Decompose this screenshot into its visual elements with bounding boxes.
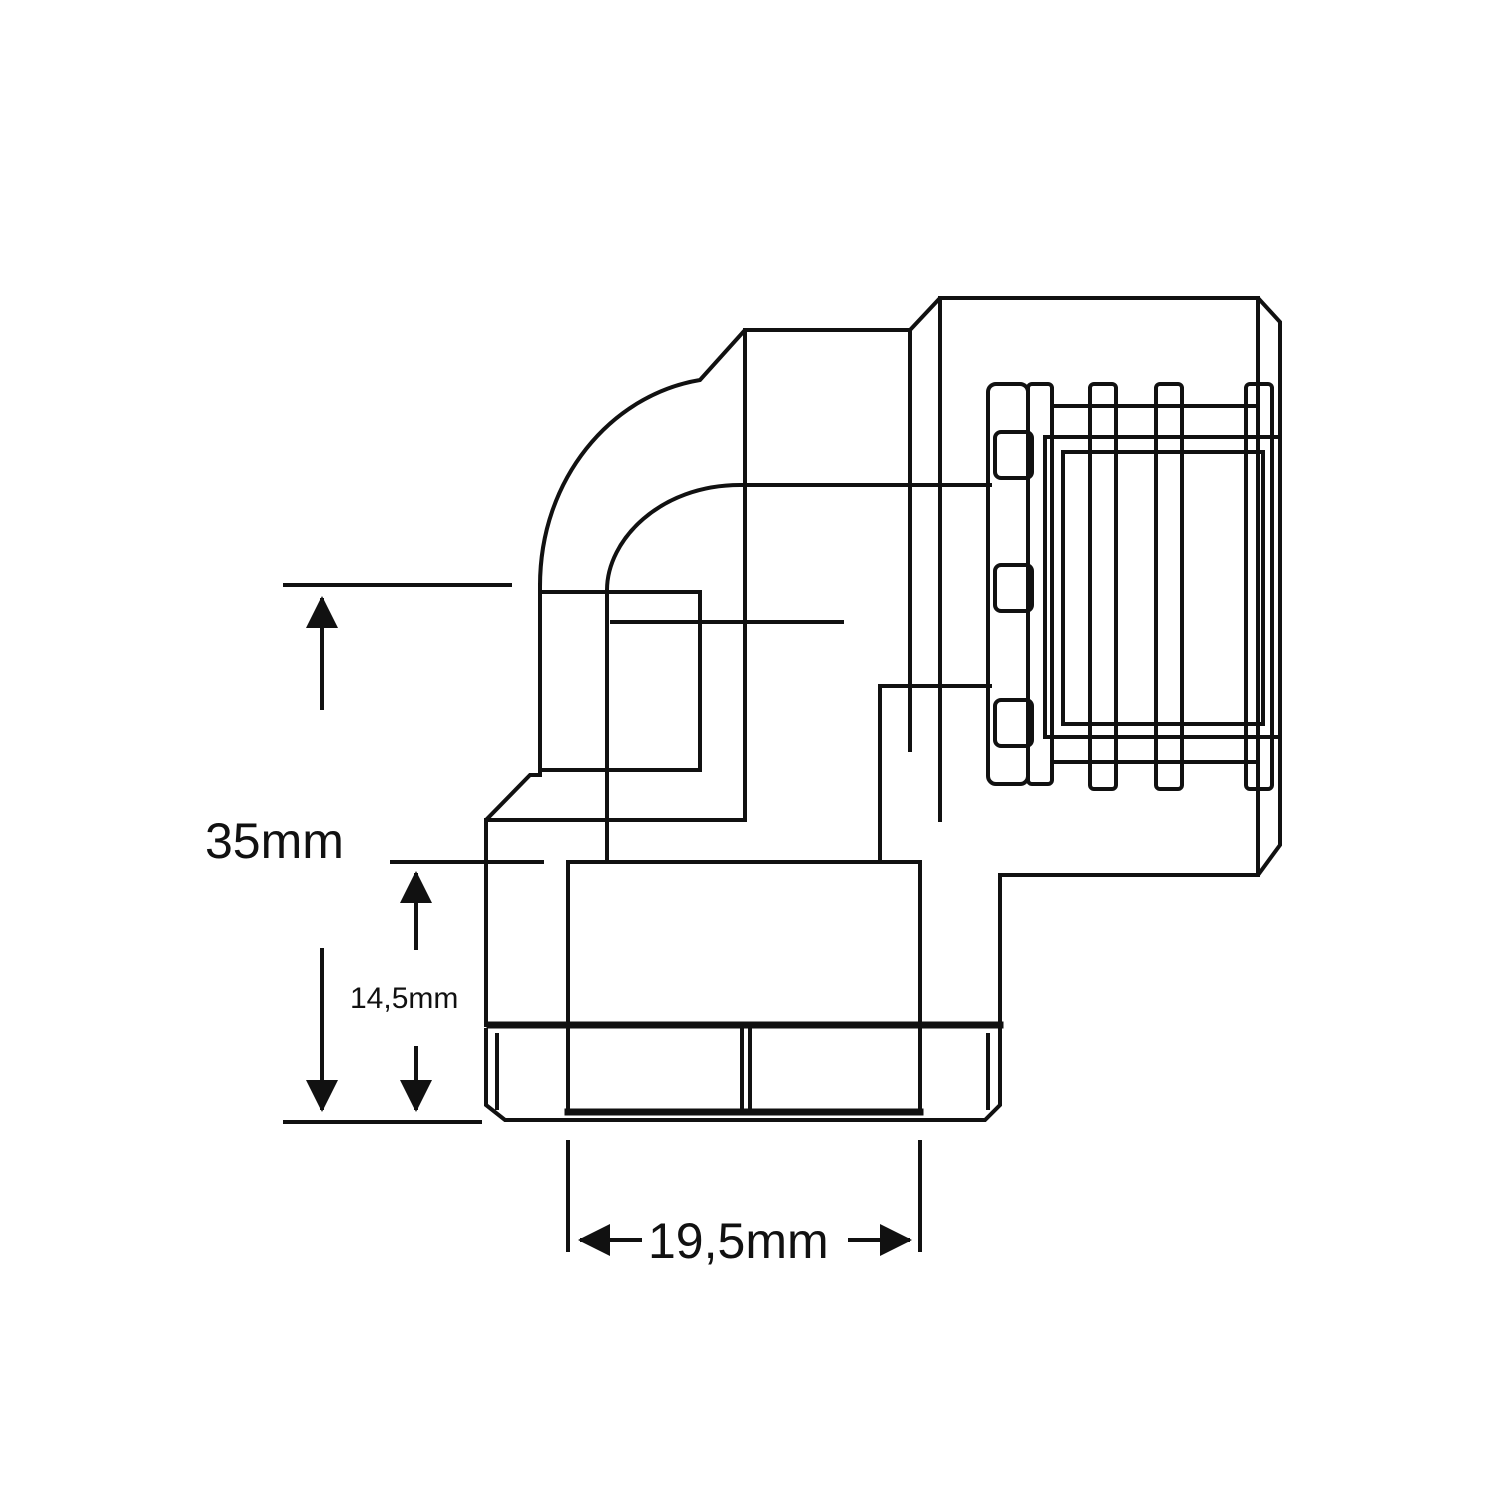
dimension-lines [283, 583, 922, 1256]
dimension-label-height-total: 35mm [205, 813, 344, 869]
side-port-thread [986, 382, 1282, 791]
bottom-thread [484, 860, 1004, 1122]
elbow-body [484, 296, 1282, 1027]
dimension-label-height-thread: 14,5mm [350, 982, 458, 1015]
dimension-label-width-thread: 19,5mm [648, 1213, 829, 1269]
inner-bore [538, 483, 992, 862]
